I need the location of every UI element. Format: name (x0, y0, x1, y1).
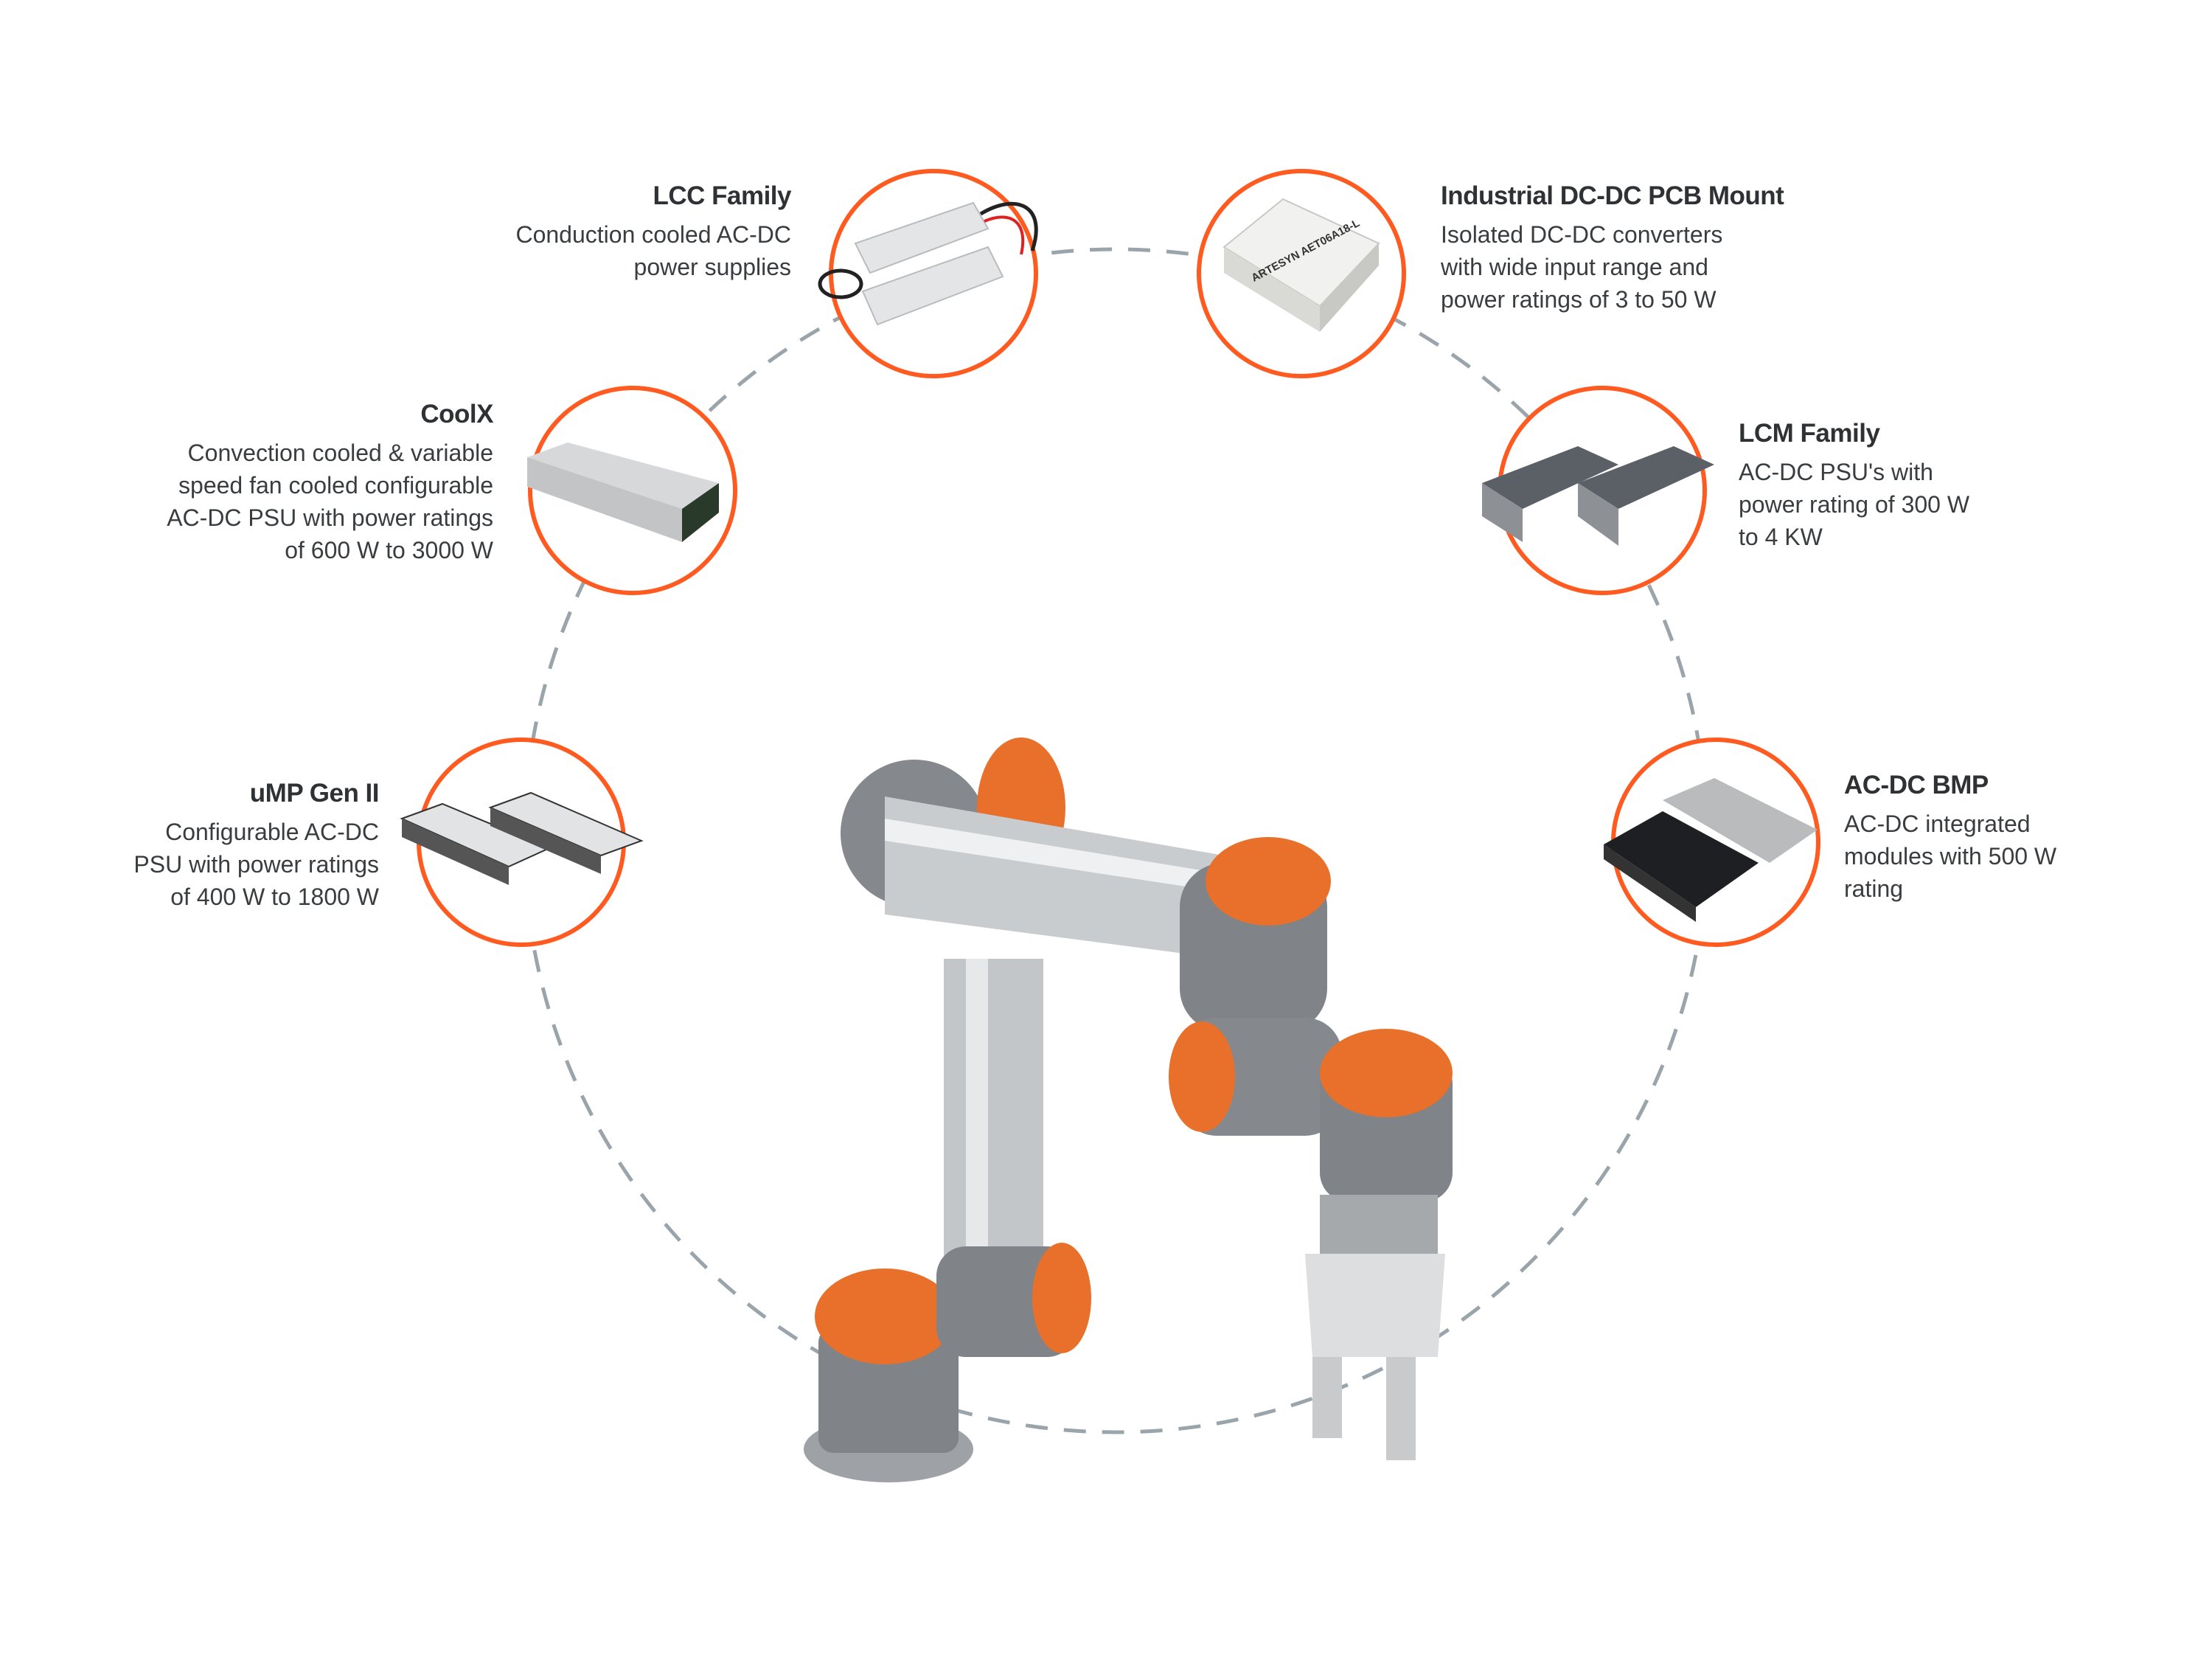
product-description-line: AC-DC PSU's with (1739, 459, 1933, 485)
product-description-line: modules with 500 W (1844, 843, 2057, 870)
product-description-line: power rating of 300 W (1739, 491, 1970, 518)
product-image-coolx (527, 386, 737, 595)
product-title: uMP Gen II (249, 779, 380, 808)
product-info-coolx: CoolX Convection cooled & variable speed … (80, 397, 493, 566)
product-description-line: Convection cooled & variable (187, 440, 493, 466)
product-description-line: power ratings of 3 to 50 W (1441, 286, 1717, 313)
robot-arm-illustration (804, 737, 1453, 1482)
product-description-line: Configurable AC-DC (165, 819, 379, 845)
product-image-lcm (1482, 386, 1714, 595)
product-info-industrial: Industrial DC-DC PCB Mount Isolated DC-D… (1441, 178, 1898, 316)
product-description-line: Conduction cooled AC-DC (515, 221, 791, 248)
product-description-line: with wide input range and (1441, 254, 1708, 280)
product-description-line: of 400 W to 1800 W (170, 884, 379, 910)
product-title: Industrial DC-DC PCB Mount (1441, 181, 1784, 210)
product-description-line: to 4 KW (1739, 524, 1823, 550)
product-description-line: AC-DC integrated (1844, 811, 2031, 837)
product-image-ump (400, 737, 644, 947)
product-image-lcc (818, 169, 1038, 378)
product-description-line: Isolated DC-DC converters (1441, 221, 1723, 248)
product-image-industrial-dcdc: ARTESYN AET06A18-L (1197, 169, 1406, 378)
product-title: LCM Family (1739, 419, 1880, 448)
product-title: LCC Family (653, 181, 791, 210)
product-description-line: power supplies (633, 254, 791, 280)
product-title: AC-DC BMP (1844, 771, 1989, 799)
product-title: CoolX (420, 400, 493, 428)
product-description-line: PSU with power ratings (133, 851, 379, 878)
product-description-line: of 600 W to 3000 W (285, 537, 493, 563)
product-description-line: speed fan cooled configurable (178, 472, 493, 499)
product-info-lcm: LCM Family AC-DC PSU's with power rating … (1739, 416, 2152, 553)
product-description-line: rating (1844, 875, 1904, 902)
product-description-line: AC-DC PSU with power ratings (167, 504, 493, 531)
product-image-bmp (1604, 737, 1820, 947)
product-info-bmp: AC-DC BMP AC-DC integrated modules with 5… (1844, 768, 2212, 905)
product-info-ump: uMP Gen II Configurable AC-DC PSU with po… (0, 776, 379, 913)
product-info-lcc: LCC Family Conduction cooled AC-DC power … (378, 178, 791, 283)
